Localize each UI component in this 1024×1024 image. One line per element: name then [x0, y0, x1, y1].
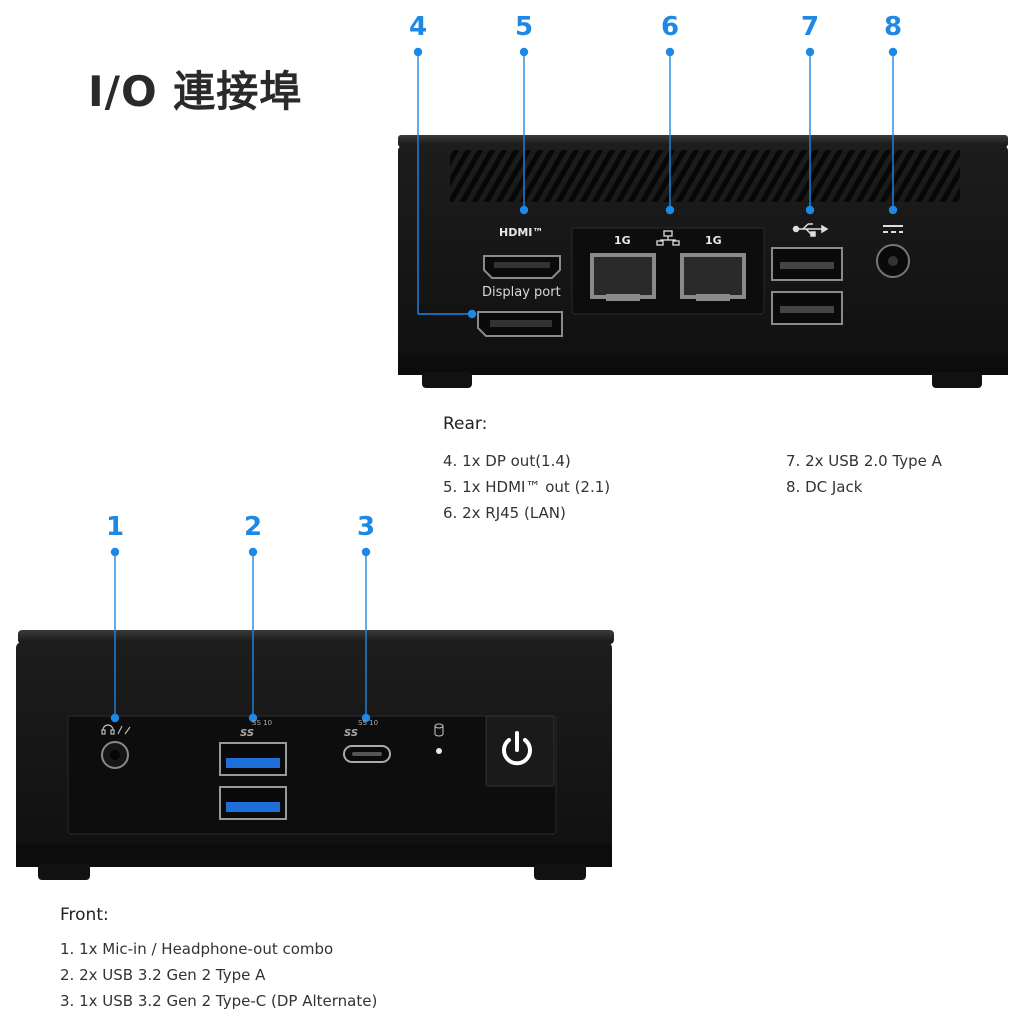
- storage-led: [436, 748, 442, 754]
- lan-speed-left: 1G: [614, 234, 631, 247]
- headset-mic-icon: [101, 724, 131, 735]
- spec-item: 6. 2x RJ45 (LAN): [443, 504, 566, 522]
- callout-3: 3: [356, 512, 376, 542]
- rear-heading: Rear:: [443, 414, 488, 434]
- usb-a-port-bottom: [219, 786, 287, 820]
- callout-4: 4: [408, 12, 428, 42]
- displayport-label: Display port: [482, 285, 561, 300]
- usb-c-port: [343, 745, 391, 763]
- front-callout-leaders: [110, 547, 371, 723]
- vent-grille: [450, 150, 960, 202]
- spec-item: 7. 2x USB 2.0 Type A: [786, 452, 942, 470]
- usbc-badge: SS 10: [358, 719, 379, 727]
- rear-spec-list-1: 4. 1x DP out(1.4) 5. 1x HDMI™ out (2.1) …: [443, 448, 610, 526]
- callout-1: 1: [105, 512, 125, 542]
- spec-item: 3. 1x USB 3.2 Gen 2 Type-C (DP Alternate…: [60, 992, 378, 1010]
- audio-combo-jack: [101, 741, 129, 769]
- callout-2: 2: [243, 512, 263, 542]
- rear-device-body: [398, 135, 1008, 388]
- displayport-port: [477, 311, 563, 337]
- front-heading: Front:: [60, 905, 109, 925]
- storage-led-icon: [434, 723, 444, 737]
- callout-7: 7: [800, 12, 820, 42]
- power-button-icon: [502, 731, 532, 766]
- dc-power-icon: [883, 225, 903, 233]
- spec-item: 2. 2x USB 3.2 Gen 2 Type A: [60, 966, 266, 984]
- rj45-port-right: [680, 253, 746, 301]
- rear-spec-list-2: 7. 2x USB 2.0 Type A 8. DC Jack: [786, 448, 942, 500]
- spec-item: 5. 1x HDMI™ out (2.1): [443, 478, 611, 496]
- front-device-body: [16, 630, 614, 880]
- hdmi-port: [483, 255, 561, 279]
- usbc-badge-text: SS: [344, 728, 358, 739]
- callout-6: 6: [660, 12, 680, 42]
- usb2-port-top: [771, 247, 843, 281]
- usb-icon: [792, 223, 829, 237]
- rj45-port-left: [590, 253, 656, 301]
- spec-item: 1. 1x Mic-in / Headphone-out combo: [60, 940, 334, 958]
- usba-badge: SS 10: [252, 719, 273, 727]
- spec-item: 4. 1x DP out(1.4): [443, 452, 571, 470]
- dc-jack: [876, 244, 910, 278]
- usb-a-port-top: [219, 742, 287, 776]
- page-title: I/O 連接埠: [88, 67, 303, 116]
- front-spec-list: 1. 1x Mic-in / Headphone-out combo 2. 2x…: [60, 936, 377, 1014]
- rear-callout-leaders: [413, 47, 898, 319]
- usb2-port-bottom: [771, 291, 843, 325]
- lan-speed-right: 1G: [705, 234, 722, 247]
- callout-8: 8: [883, 12, 903, 42]
- spec-item: 8. DC Jack: [786, 478, 863, 496]
- power-button[interactable]: [485, 715, 555, 787]
- hdmi-logo: HDMI™: [499, 226, 544, 239]
- usba-badge-text: SS: [240, 728, 254, 739]
- network-icon: [656, 230, 680, 246]
- usb-ss-icon: SS SS: [240, 728, 358, 739]
- callout-5: 5: [514, 12, 534, 42]
